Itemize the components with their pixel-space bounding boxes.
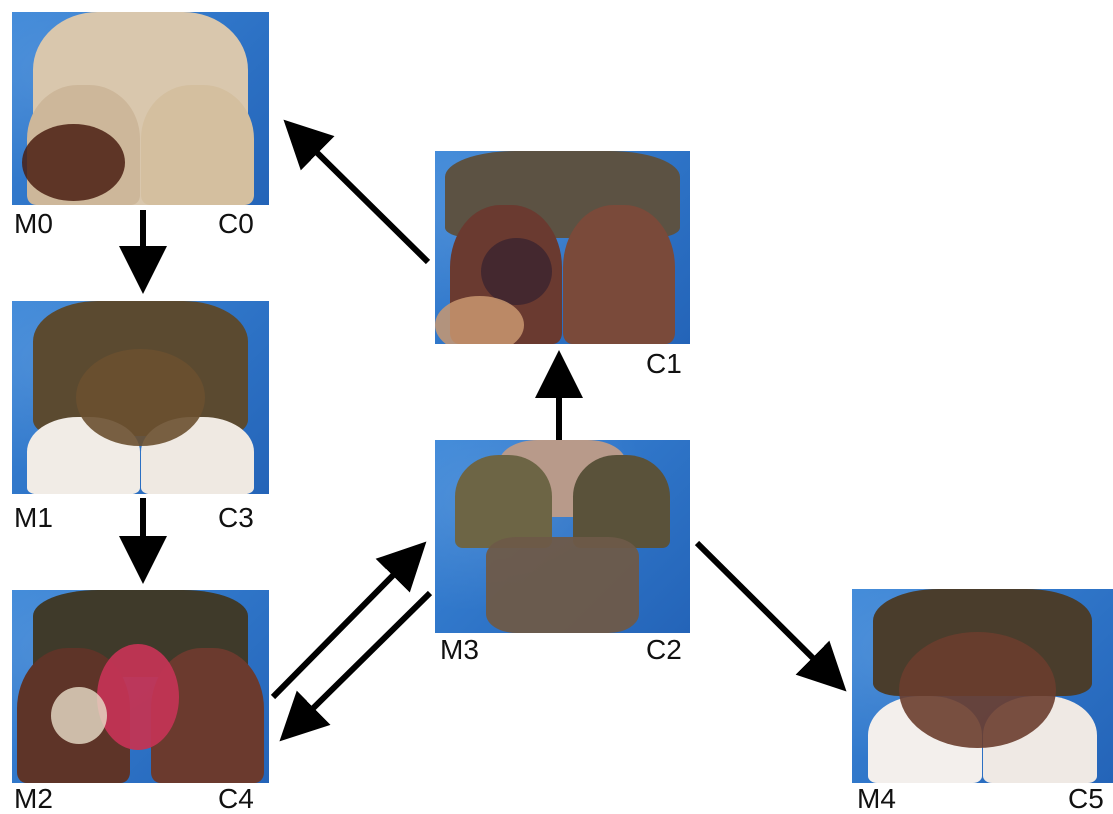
arrow-c1-to-m0 xyxy=(292,128,428,262)
arrow-m3-to-m4 xyxy=(697,543,838,683)
